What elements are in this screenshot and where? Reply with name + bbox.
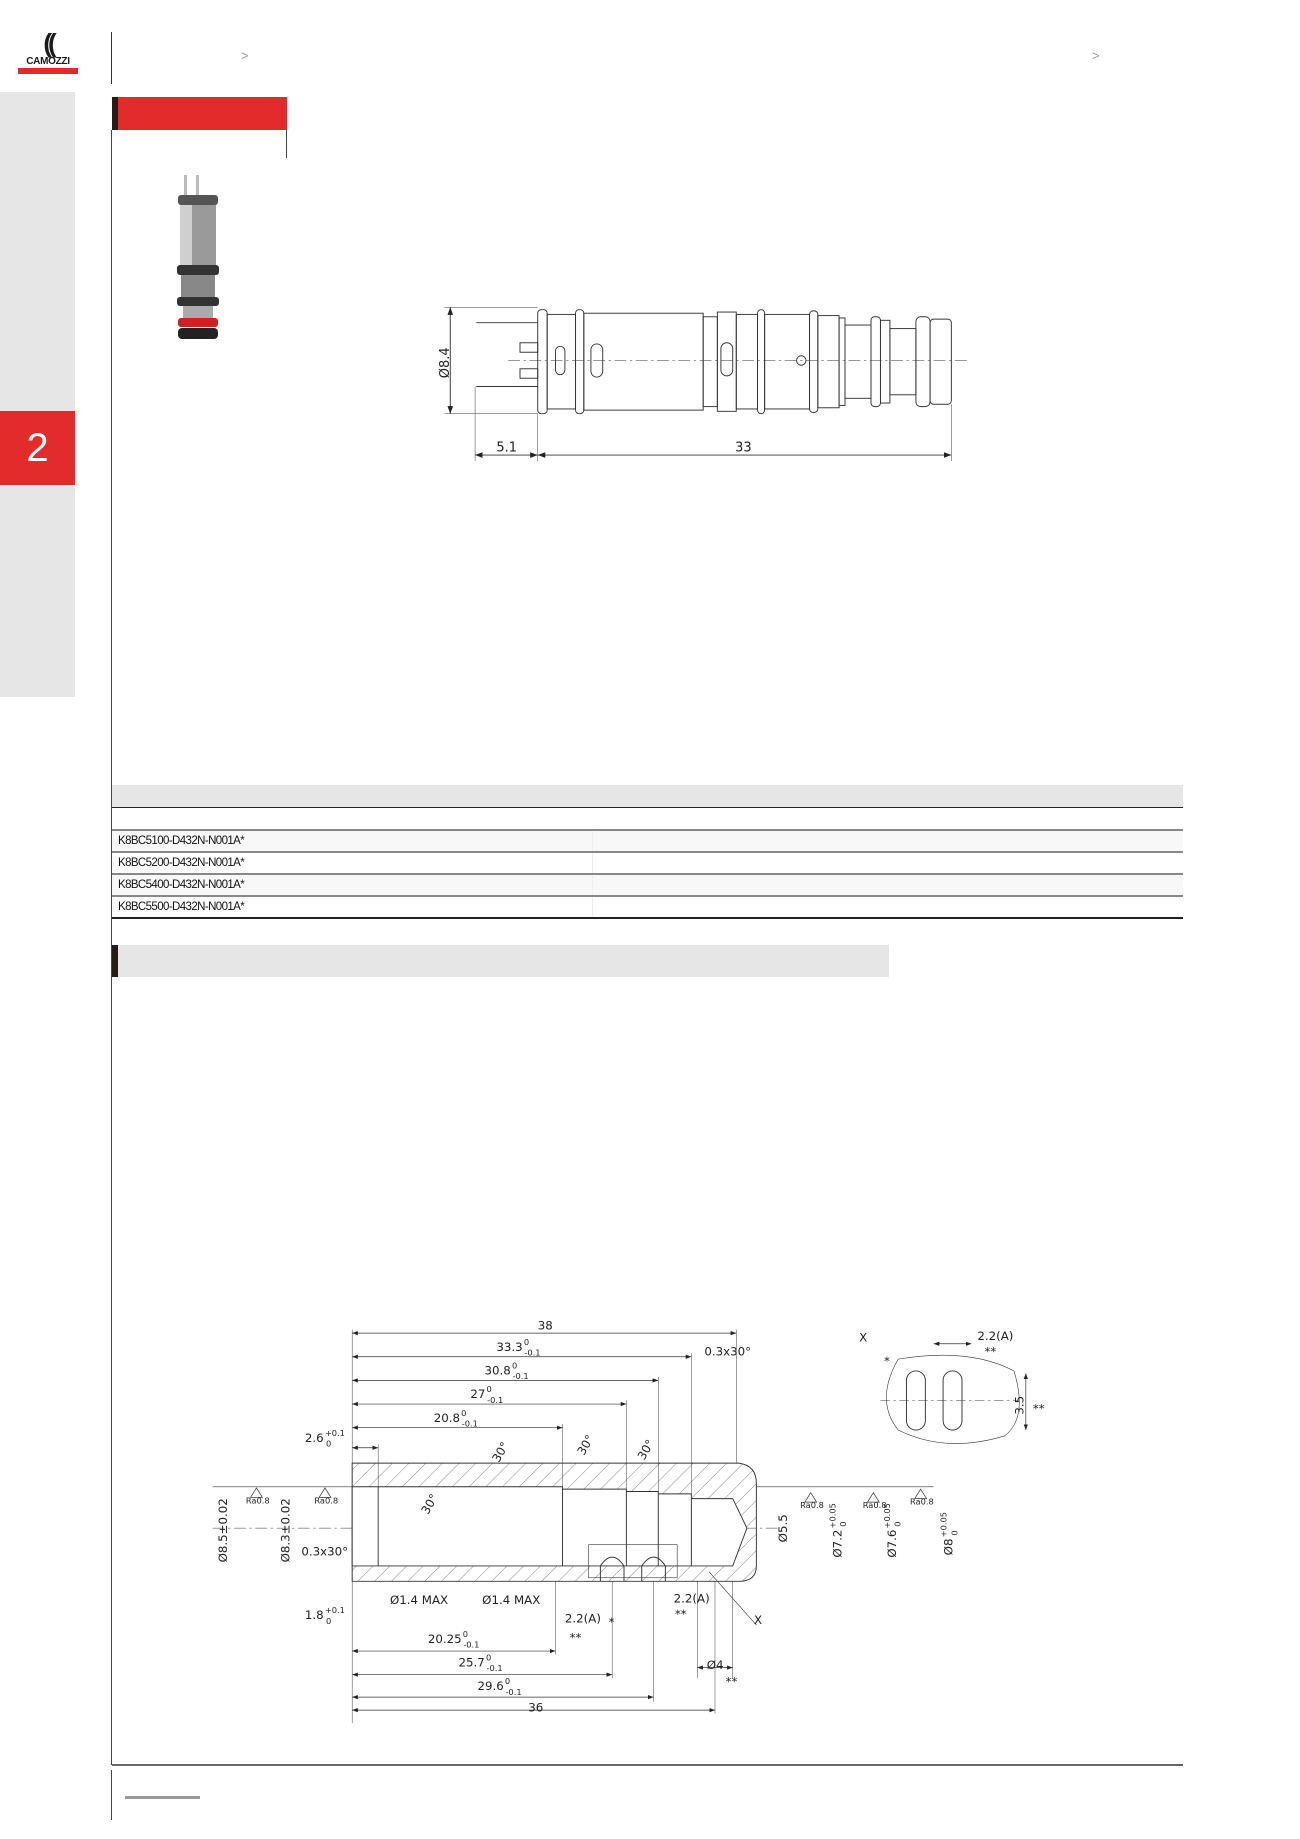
table-header [112, 785, 1183, 808]
dimension-label-s3: ** [675, 1607, 687, 1621]
table-row: K8BC5500-D432N-N001A* [112, 897, 1183, 919]
product-code: K8BC5500-D432N-N001A* [118, 901, 245, 913]
page-number-bar [125, 1796, 200, 1799]
dimension-label-d72: Ø7.2+0.050 [828, 1503, 849, 1558]
surface-finish-icon [866, 1492, 880, 1503]
footer-rule [112, 1764, 1183, 1766]
surface-finish-icon [914, 1488, 928, 1499]
dimension-label-l27: 270-0.1 [470, 1384, 503, 1405]
dimension-label-chamf2: 0.3x30° [301, 1544, 348, 1558]
pin-length-label: 5.1 [496, 440, 517, 455]
dimension-label-ra5: Ra0.8 [910, 1496, 934, 1506]
chapter-sidebar [0, 92, 75, 697]
product-code: K8BC5100-D432N-N001A* [118, 835, 245, 847]
surface-finish-icon [318, 1487, 332, 1498]
surface-finish-icon [804, 1492, 818, 1503]
dimension-label-w22b: 2.2(A) [674, 1592, 710, 1606]
dimension-label-l333: 33.30-0.1 [496, 1337, 540, 1358]
product-code: K8BC5400-D432N-N001A* [118, 879, 245, 891]
dimension-label-ra2: Ra0.8 [314, 1495, 338, 1505]
dimension-label-s7: ** [1033, 1401, 1045, 1415]
table-row: K8BC5100-D432N-N001A* [112, 831, 1183, 853]
table-row: K8BC5200-D432N-N001A* [112, 853, 1183, 875]
logo-bar [18, 68, 78, 74]
product-photo [177, 175, 219, 339]
dimension-label-s6: * [884, 1354, 890, 1368]
table-row: K8BC5400-D432N-N001A* [112, 875, 1183, 897]
dimension-label-s1: ** [570, 1631, 582, 1645]
section-divider [286, 130, 287, 158]
dimension-label-s2: * [609, 1615, 615, 1629]
product-code-table: K8BC5100-D432N-N001A* K8BC5200-D432N-N001… [112, 785, 1183, 919]
dimension-label-ra1: Ra0.8 [246, 1495, 270, 1505]
dimension-label-d85: Ø8.5±0.02 [216, 1498, 230, 1562]
dimension-label-a2: 30° [489, 1440, 512, 1465]
camozzi-logo: (( CAMOZZI [18, 30, 78, 75]
dimension-label-l36: 36 [528, 1700, 543, 1714]
dimension-label-d76: Ø7.6+0.050 [882, 1503, 903, 1558]
dimension-label-l38: 38 [538, 1319, 553, 1333]
dimension-label-h35: 3.5 [1012, 1396, 1026, 1415]
surface-finish-icon [249, 1487, 264, 1498]
dimension-label-d55: Ø5.5 [776, 1514, 790, 1542]
dimension-label-w22a: 2.2(A) [565, 1612, 601, 1626]
dimension-label-a3: 30° [574, 1432, 597, 1457]
footer-divider [111, 1770, 112, 1820]
diameter-label: Ø8.4 [438, 347, 453, 378]
dimension-label-a4: 30° [635, 1437, 658, 1462]
dimension-label-d8: Ø8+0.050 [939, 1512, 960, 1555]
dimension-label-d4: Ø4 [707, 1658, 724, 1672]
breadcrumb-separator: > [241, 48, 249, 63]
cavity-section-drawing [212, 1329, 1028, 1724]
breadcrumb-separator: > [1092, 48, 1100, 63]
dimension-label-s5: ** [984, 1345, 996, 1359]
dimension-label-d83: Ø8.3±0.02 [279, 1498, 293, 1562]
dimension-label-a1: 30° [418, 1492, 441, 1517]
dimension-label-ra3: Ra0.8 [800, 1500, 824, 1510]
product-dimension-drawing [444, 307, 970, 461]
dimension-label-l2025: 20.250-0.1 [428, 1629, 480, 1650]
section-title-bar [112, 97, 287, 130]
logo-mark: (( [43, 28, 56, 58]
dimension-label-x1: X [754, 1613, 762, 1627]
content-left-rule [111, 130, 112, 1765]
dimension-label-l308: 30.80-0.1 [485, 1361, 529, 1382]
dimension-label-w22c: 2.2(A) [977, 1329, 1013, 1343]
dimension-label-l257: 25.70-0.1 [459, 1652, 503, 1673]
header-divider [111, 32, 112, 84]
dimension-label-l296: 29.60-0.1 [477, 1676, 521, 1697]
dimension-label-l208: 20.80-0.1 [434, 1408, 478, 1429]
logo-text: CAMOZZI [26, 56, 70, 67]
dimension-label-d14a: Ø1.4 MAX [390, 1593, 448, 1607]
body-length-label: 33 [735, 440, 752, 455]
chapter-tab[interactable]: 2 [0, 411, 75, 485]
product-code: K8BC5200-D432N-N001A* [118, 857, 245, 869]
dimension-label-x2: X [859, 1330, 867, 1344]
dimension-label-ra4: Ra0.8 [863, 1500, 887, 1510]
dimension-label-chamf1: 0.3x30° [704, 1345, 751, 1359]
table-subheader [112, 808, 1183, 831]
section-title-bar [112, 945, 889, 977]
dimension-label-s4: ** [726, 1674, 738, 1688]
dimension-label-d14b: Ø1.4 MAX [482, 1593, 540, 1607]
